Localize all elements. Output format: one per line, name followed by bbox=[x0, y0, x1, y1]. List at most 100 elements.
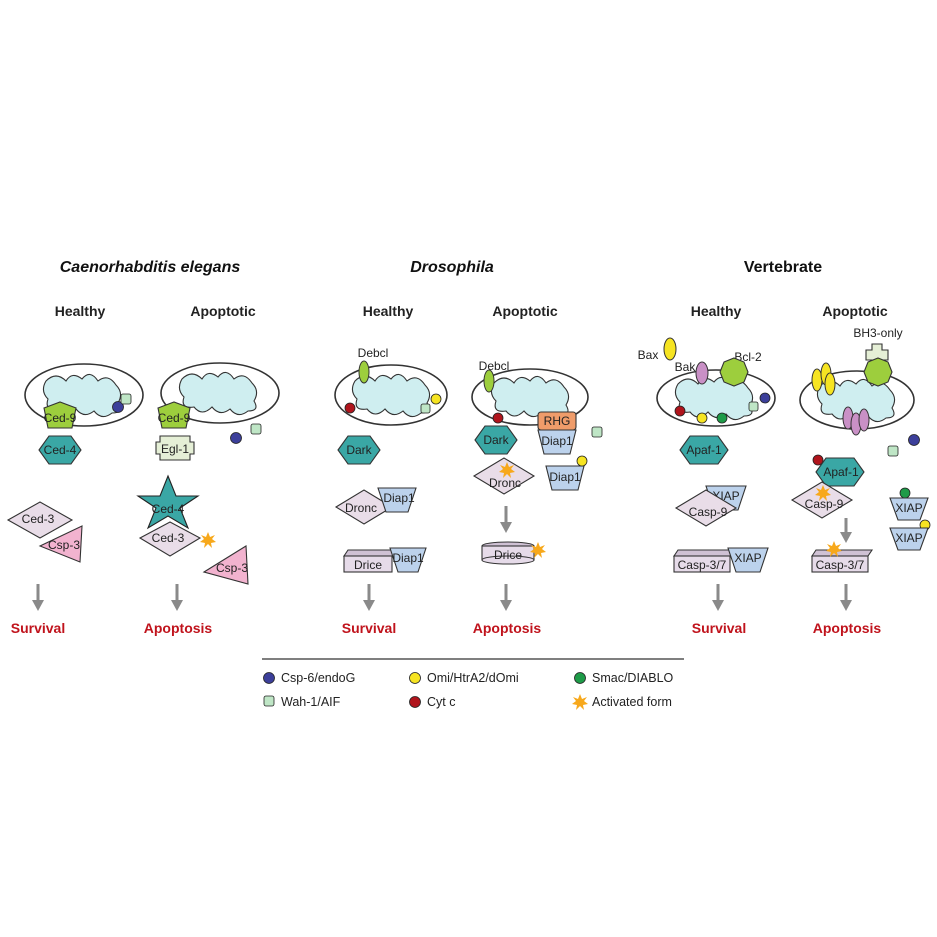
ced3-protein: Ced-3 bbox=[6, 501, 74, 539]
svg-text:Dronc: Dronc bbox=[345, 501, 377, 515]
arrow bbox=[171, 584, 183, 611]
svg-text:Casp-9: Casp-9 bbox=[689, 505, 728, 519]
arrow bbox=[840, 518, 852, 543]
apaf1-protein: Apaf-1 bbox=[815, 457, 865, 487]
xiap-protein: XIAP bbox=[889, 497, 929, 521]
svg-text:Diap1: Diap1 bbox=[383, 491, 415, 505]
mitochondrion bbox=[334, 364, 448, 426]
svg-text:Apaf-1: Apaf-1 bbox=[686, 443, 722, 457]
bcl2-protein bbox=[719, 357, 749, 387]
csp6-endog-dot bbox=[759, 392, 771, 404]
svg-text:Wah-1/AIF: Wah-1/AIF bbox=[281, 695, 341, 709]
casp37-protein: Casp-3/7 bbox=[672, 549, 736, 573]
csp3-protein: Csp-3 bbox=[202, 545, 249, 585]
svg-text:Ced-9: Ced-9 bbox=[158, 411, 191, 425]
bak-oligomer bbox=[858, 408, 870, 432]
egl1-protein: Egl-1 bbox=[155, 435, 195, 461]
legend-item-smac: Smac/DIABLO bbox=[574, 671, 674, 685]
mitochondrion bbox=[656, 369, 776, 427]
omi-dot bbox=[696, 412, 708, 424]
mitochondrion bbox=[471, 368, 589, 426]
diap1-protein: Diap1 bbox=[389, 547, 427, 573]
cyt-c-dot bbox=[812, 454, 824, 466]
svg-text:XIAP: XIAP bbox=[734, 551, 761, 565]
drice-protein: Drice bbox=[481, 541, 535, 565]
xiap-protein: XIAP bbox=[727, 547, 769, 573]
dronc-protein: Dronc bbox=[334, 489, 394, 525]
legend-item-cytc: Cyt c bbox=[409, 695, 455, 709]
celegans-healthy-panel: Ced-9 Ced-4 Ced-3 Csp-3 Survival bbox=[6, 363, 144, 636]
drosophila-apoptotic-label: Apoptotic bbox=[492, 303, 558, 319]
svg-text:Diap1: Diap1 bbox=[541, 434, 573, 448]
smac-dot bbox=[899, 487, 911, 499]
ced9-protein: Ced-9 bbox=[157, 401, 191, 429]
svg-text:Activated form: Activated form bbox=[592, 695, 672, 709]
apaf1-protein: Apaf-1 bbox=[679, 435, 729, 465]
legend-item-csp6: Csp-6/endoG bbox=[263, 671, 355, 685]
casp9-protein: Casp-9 bbox=[674, 489, 738, 527]
bax-protein bbox=[663, 337, 677, 361]
svg-text:Ced-3: Ced-3 bbox=[152, 531, 185, 545]
svg-text:Cyt c: Cyt c bbox=[427, 695, 455, 709]
wah1-aif-square bbox=[250, 423, 262, 435]
cyt-c-dot bbox=[674, 405, 686, 417]
drosophila-apoptotic-panel: Debcl RHG Dark Diap1 Diap1 Dronc bbox=[471, 359, 603, 636]
light-green-square-icon bbox=[263, 695, 275, 707]
ced4-protein: Ced-4 bbox=[38, 435, 82, 465]
wah1-aif-square bbox=[887, 445, 899, 457]
celegans-title: Caenorhabditis elegans bbox=[60, 259, 241, 276]
arrow bbox=[840, 584, 852, 611]
bh3-only-label: BH3-only bbox=[853, 326, 902, 340]
bax-bak-oligomer bbox=[811, 368, 823, 392]
svg-text:Diap1: Diap1 bbox=[392, 551, 424, 565]
vertebrate-title: Vertebrate bbox=[744, 259, 822, 276]
casp9-protein: Casp-9 bbox=[790, 481, 854, 519]
diap1-protein: Diap1 bbox=[537, 429, 577, 455]
debcl-label: Debcl bbox=[358, 346, 389, 360]
omi-dot bbox=[430, 393, 442, 405]
svg-text:XIAP: XIAP bbox=[895, 531, 922, 545]
yellow-circle-icon bbox=[409, 672, 421, 684]
red-circle-icon bbox=[409, 696, 421, 708]
arrow bbox=[500, 506, 512, 533]
cyt-c-dot bbox=[492, 412, 504, 424]
ced4-star-protein: Ced-4 bbox=[136, 474, 200, 530]
svg-text:Casp-9: Casp-9 bbox=[805, 497, 844, 511]
drosophila-title: Drosophila bbox=[410, 259, 494, 276]
debcl-protein bbox=[358, 360, 370, 384]
ced3-protein: Ced-3 bbox=[138, 521, 202, 557]
drice-protein: Drice bbox=[342, 549, 398, 573]
legend-item-wah1: Wah-1/AIF bbox=[263, 695, 341, 709]
outcome-survival: Survival bbox=[342, 620, 396, 636]
xiap-protein: XIAP bbox=[889, 527, 929, 551]
svg-text:Csp-6/endoG: Csp-6/endoG bbox=[281, 671, 355, 685]
vertebrate-healthy-panel: Bax Bak Bcl-2 Apaf-1 XIAP Casp-9 C bbox=[638, 337, 776, 636]
wah1-aif-square bbox=[420, 403, 431, 414]
outcome-apoptosis: Apoptosis bbox=[813, 620, 882, 636]
wah1-aif-square bbox=[120, 393, 132, 405]
dark-protein: Dark bbox=[337, 435, 381, 465]
drosophila-healthy-panel: Debcl Dark Dronc Diap1 Drice Diap1 bbox=[334, 346, 448, 636]
csp6-endog-dot bbox=[112, 401, 124, 413]
rhg-protein: RHG bbox=[537, 411, 577, 431]
svg-text:Casp-3/7: Casp-3/7 bbox=[816, 558, 865, 572]
bcl2-protein bbox=[863, 357, 893, 387]
svg-text:Csp-3: Csp-3 bbox=[48, 538, 80, 552]
csp3-protein: Csp-3 bbox=[38, 525, 83, 563]
vertebrate-apoptotic-panel: BH3-only Apaf-1 Casp-9 XIAP bbox=[790, 326, 931, 636]
green-circle-icon bbox=[574, 672, 586, 684]
bak-label: Bak bbox=[675, 360, 697, 374]
vertebrate-apoptotic-label: Apoptotic bbox=[822, 303, 888, 319]
outcome-survival: Survival bbox=[692, 620, 746, 636]
legend: Csp-6/endoG Omi/HtrA2/dOmi Smac/DIABLO W… bbox=[262, 658, 684, 710]
diap1-protein: Diap1 bbox=[545, 465, 585, 491]
debcl-protein bbox=[483, 369, 495, 393]
bak-protein bbox=[695, 361, 709, 385]
svg-text:Csp-3: Csp-3 bbox=[216, 561, 248, 575]
svg-text:Drice: Drice bbox=[494, 548, 522, 562]
vertebrate-healthy-label: Healthy bbox=[691, 303, 742, 319]
wah1-aif-square bbox=[748, 401, 759, 412]
outcome-apoptosis: Apoptosis bbox=[473, 620, 542, 636]
outcome-survival: Survival bbox=[11, 620, 65, 636]
svg-text:Ced-4: Ced-4 bbox=[44, 443, 77, 457]
